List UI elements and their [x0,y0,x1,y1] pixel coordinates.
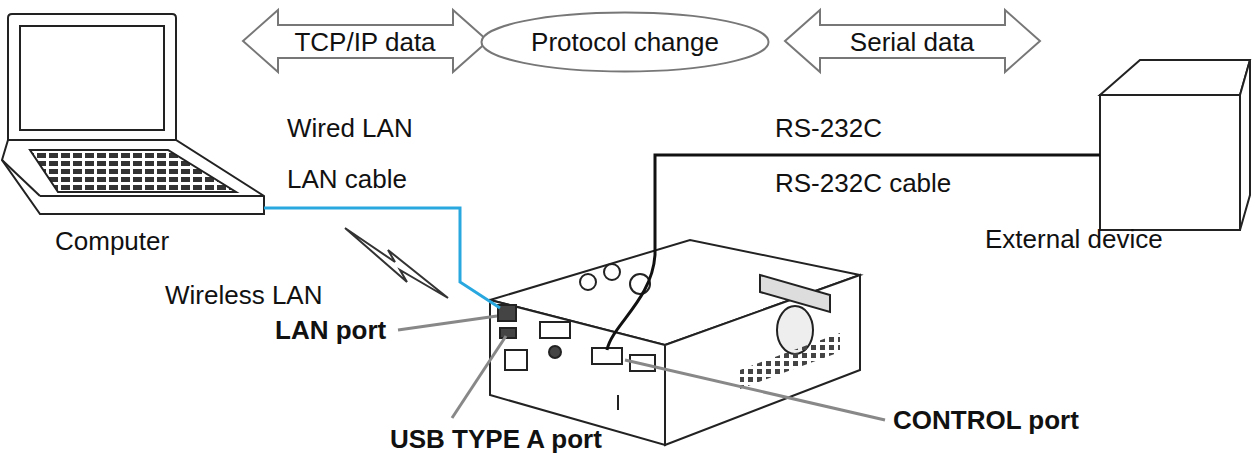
connection-label: RS-232C [775,113,882,143]
device-label: Computer [55,226,169,256]
protocol-ellipse: Protocol change [480,11,770,73]
projector-illustration [490,240,860,445]
signal-label: Serial data [850,27,974,57]
cable-label: LAN cable [287,164,407,194]
connection-label: Wireless LAN [165,280,322,310]
signal-label: TCP/IP data [294,27,435,57]
port-label: CONTROL port [893,405,1079,435]
node-text: Protocol change [531,27,719,57]
connection-label: Wired LAN [287,113,413,143]
external-device-box [1100,60,1250,230]
laptop-illustration [2,14,264,214]
leader-line [452,336,506,418]
port-label: LAN port [275,315,386,345]
device-label: External device [985,224,1163,254]
cable-label: RS-232C cable [775,168,951,198]
leader-line [398,316,497,330]
port-label: USB TYPE A port [390,424,602,454]
double-arrow [243,10,488,72]
double-arrow [785,10,1040,72]
leader-line [625,360,885,420]
wireless-symbol [345,228,448,298]
